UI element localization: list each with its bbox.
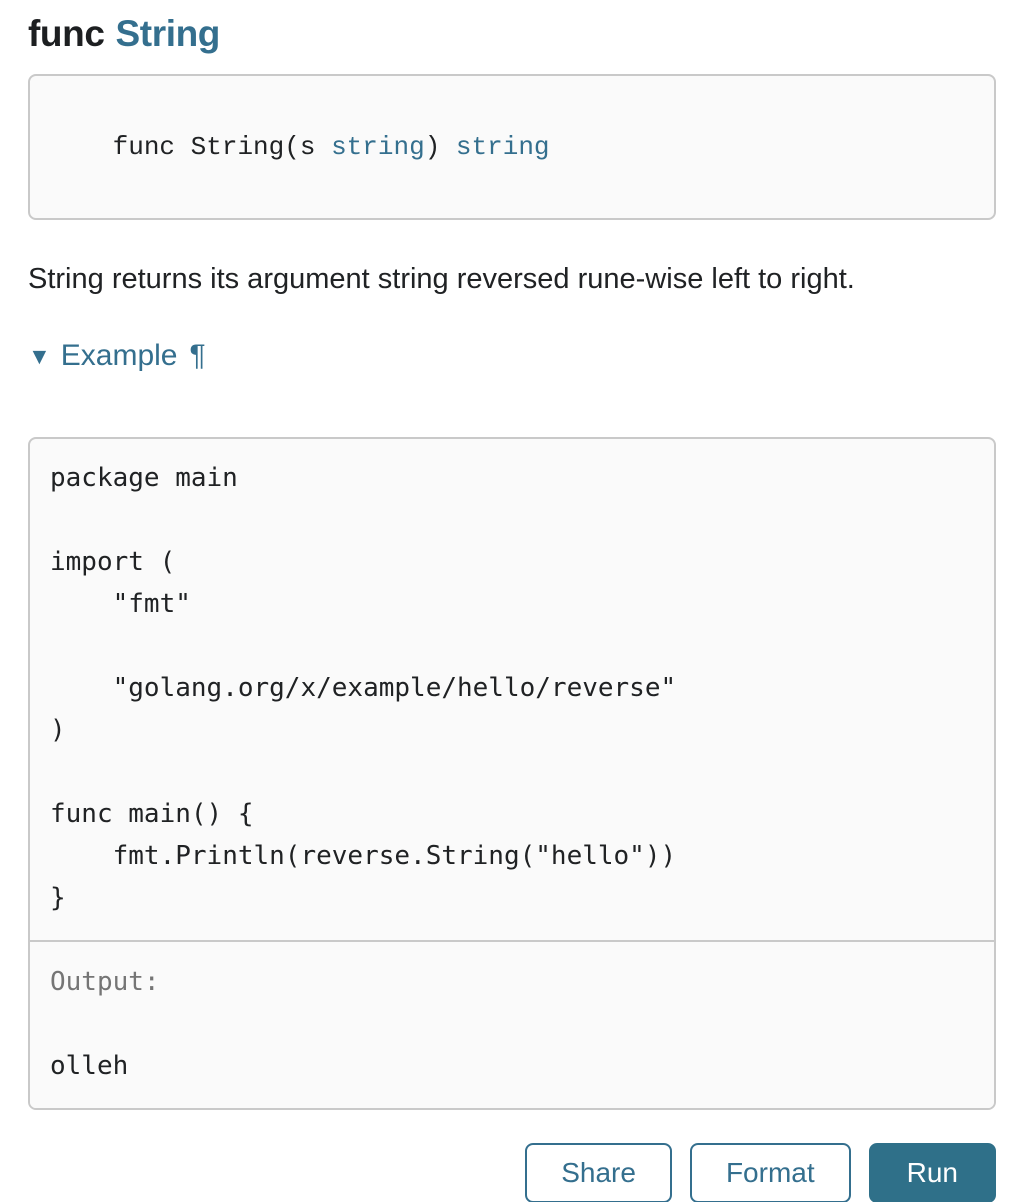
string-type-link[interactable]: string [331,132,425,162]
paragraph-anchor-icon[interactable]: ¶ [189,339,206,372]
playground-panel: package main import ( "fmt" "golang.org/… [28,437,996,1110]
example-toggle[interactable]: ▼ Example ¶ [28,339,996,373]
function-signature-box: func String(s string) string [28,74,996,220]
playground-actions: Share Format Run [28,1143,996,1202]
share-button[interactable]: Share [525,1143,672,1202]
string-type-link[interactable]: string [455,132,550,162]
output-value: olleh [50,1051,129,1081]
output-panel: Output: olleh [30,940,994,1108]
collapse-triangle-icon[interactable]: ▼ [28,343,51,369]
example-label[interactable]: Example [60,339,178,372]
function-description: String returns its argument string rever… [28,263,855,295]
function-signature: func String(s string) string [113,132,550,162]
code-editor[interactable]: package main import ( "fmt" "golang.org/… [50,463,677,913]
signature-text: ) [424,132,456,162]
func-keyword: func [28,13,105,54]
signature-text: func String(s [112,132,332,162]
format-button[interactable]: Format [689,1143,851,1202]
output-label: Output: [50,967,160,997]
function-name-link[interactable]: String [115,13,221,54]
run-button[interactable]: Run [868,1143,996,1202]
